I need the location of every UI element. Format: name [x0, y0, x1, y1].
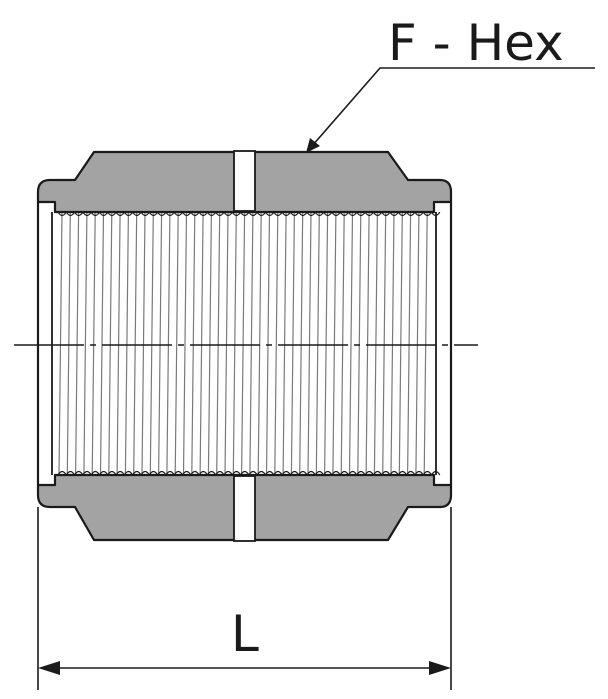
thread-line [124, 211, 129, 476]
thread-line [232, 211, 237, 476]
thread-line [415, 211, 420, 476]
thread-line [133, 211, 138, 476]
hex-groove-top [233, 150, 256, 212]
thread-line [91, 211, 96, 476]
hex-leader-line [311, 67, 595, 147]
thread-line [315, 211, 320, 476]
thread-line [382, 211, 387, 476]
thread-line [224, 211, 229, 476]
thread-line [141, 211, 146, 476]
thread-line [75, 211, 80, 476]
dimension-arrowhead-left [38, 661, 60, 675]
hex-leader-arrowhead [306, 138, 320, 153]
hex-groove-bottom [233, 475, 256, 542]
thread-line [307, 211, 312, 476]
thread-line [66, 211, 71, 476]
thread-lines [58, 211, 428, 476]
thread-line [290, 211, 295, 476]
thread-line [274, 211, 279, 476]
thread-line [83, 211, 88, 476]
thread-line [191, 211, 196, 476]
thread-line [332, 211, 337, 476]
thread-line [116, 211, 121, 476]
thread-line [249, 211, 254, 476]
thread-line [365, 211, 370, 476]
thread-line [265, 211, 271, 476]
thread-line [348, 211, 354, 476]
thread-line [423, 211, 428, 476]
thread-line [149, 211, 154, 476]
thread-line [373, 211, 378, 476]
thread-line [199, 211, 204, 476]
thread-line [357, 211, 362, 476]
thread-line [340, 211, 345, 476]
thread-line [257, 211, 262, 476]
thread-line [324, 211, 329, 476]
thread-line [207, 211, 212, 476]
thread-line [182, 211, 188, 476]
thread-line [99, 211, 105, 476]
dimension-arrowhead-right [429, 661, 451, 675]
thread-line [407, 211, 412, 476]
thread-line [158, 211, 163, 476]
internal-thread-pattern [52, 205, 441, 482]
length-label: L [231, 605, 259, 663]
thread-line [241, 211, 246, 476]
thread-line [58, 211, 63, 476]
thread-line [166, 211, 171, 476]
thread-line [299, 211, 304, 476]
thread-line [398, 211, 403, 476]
thread-line [282, 211, 287, 476]
thread-line [174, 211, 179, 476]
thread-line [216, 211, 221, 476]
thread-line [390, 211, 395, 476]
hex-label: F - Hex [388, 14, 564, 72]
thread-line [108, 211, 113, 476]
